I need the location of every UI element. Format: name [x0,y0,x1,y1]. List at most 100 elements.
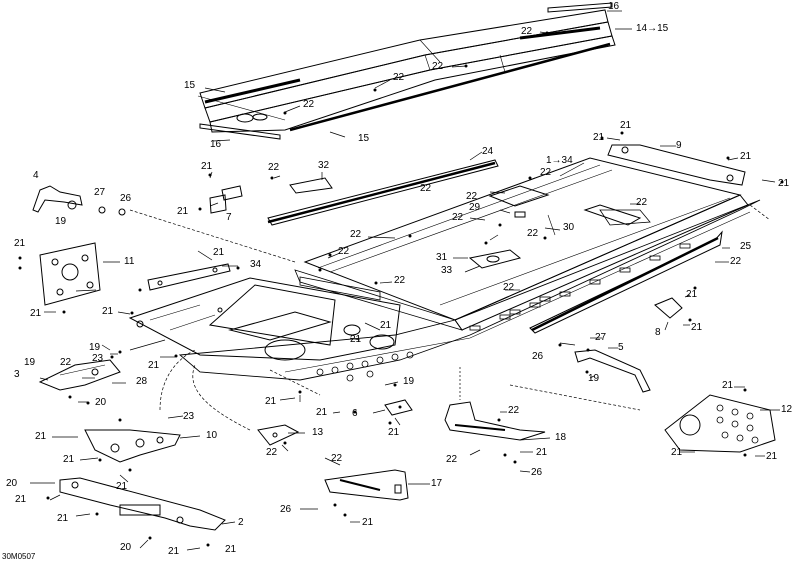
label-20-b: 20 [6,478,18,489]
label-21-e: 21 [778,178,790,189]
label-21-ad: 21 [225,544,237,555]
label-4: 4 [33,170,39,181]
bracket-13 [257,424,300,446]
label-22-o: 22 [394,275,406,286]
bracket-17 [324,469,409,501]
label-26-d: 26 [280,504,292,515]
label-21-l: 21 [691,322,703,333]
rail-24 [267,159,499,226]
label-21-g: 21 [14,238,26,249]
label-21-v: 21 [536,447,548,458]
drawing-code: 30M0507 [2,552,36,561]
small-brackets [209,177,651,269]
label-22-g: 22 [420,183,432,194]
label-31: 31 [436,252,448,263]
label-21-m: 21 [380,320,392,331]
label-23-b: 23 [183,411,195,422]
label-13: 13 [312,427,324,438]
label-18: 18 [555,432,567,443]
label-21-z: 21 [15,494,27,505]
label-22-f: 22 [540,167,552,178]
label-22-d: 22 [303,99,315,110]
label-9: 9 [676,140,682,151]
lever-4 [32,185,126,216]
label-15-b: 15 [358,133,370,144]
label-5: 5 [618,342,624,353]
fastener-markers [18,31,784,547]
label-22-p: 22 [503,282,515,293]
label-21-c: 21 [740,151,752,162]
label-22-q: 22 [60,357,72,368]
label-8: 8 [655,327,661,338]
label-22-a: 22 [521,26,533,37]
label-22-j: 22 [452,212,464,223]
label-27-b: 27 [595,332,607,343]
bracket-10 [84,429,181,463]
label-21-f: 21 [177,206,189,217]
label-22-n: 22 [730,256,742,267]
label-3: 3 [14,369,20,380]
label-12: 12 [781,404,793,415]
label-22-b: 22 [432,61,444,72]
label-20-c: 20 [120,542,132,553]
label-21-r: 21 [316,407,328,418]
upper-cover-assembly [197,2,616,140]
label-10: 10 [206,430,218,441]
label-21-p: 21 [722,380,734,391]
label-21-k: 21 [30,308,42,319]
label-21-w: 21 [766,451,778,462]
rail-25 [529,230,723,334]
plate-11 [39,242,101,306]
label-16-bottom: 16 [210,139,222,150]
label-34: 34 [250,259,262,270]
label-32: 32 [318,160,330,171]
label-21-i: 21 [686,289,698,300]
label-21-x: 21 [63,454,75,465]
label-27-a: 27 [94,187,106,198]
label-25: 25 [740,241,752,252]
label-33: 33 [441,265,453,276]
label-21-a: 21 [620,120,632,131]
label-24: 24 [482,146,494,157]
label-17: 17 [431,478,443,489]
rear-bracket-9 [607,144,746,186]
label-22-t: 22 [331,453,343,464]
label-19-e: 19 [403,376,415,387]
label-21-h: 21 [213,247,225,258]
label-14-15: 14→15 [636,23,669,34]
plate-12 [664,394,776,453]
label-21-o: 21 [148,360,160,371]
label-21-n: 21 [350,334,362,345]
label-19-d: 19 [588,373,600,384]
label-21-u: 21 [671,447,683,458]
label-21-b: 21 [593,132,605,143]
bracket-8 [654,297,683,319]
label-26-c: 26 [531,467,543,478]
label-28: 28 [136,376,148,387]
label-19-b: 19 [89,342,101,353]
label-21-d: 21 [201,161,213,172]
front-bulkhead [128,276,401,361]
label-22-s: 22 [266,447,278,458]
label-6: 6 [352,408,358,419]
bracket-3 [38,359,121,391]
bracket-18 [444,401,546,441]
label-22-c: 22 [393,72,405,83]
label-15-a: 15 [184,80,196,91]
label-20-a: 20 [95,397,107,408]
label-16-top: 16 [608,1,620,12]
label-19-a: 19 [55,216,67,227]
label-21-j: 21 [102,306,114,317]
label-30: 30 [563,222,575,233]
label-22-u: 22 [446,454,458,465]
label-22-r: 22 [508,405,520,416]
label-19-c: 19 [24,357,36,368]
label-1-34: 1→34 [546,155,573,166]
leader-lines [30,10,780,551]
label-26-b: 26 [532,351,544,362]
bracket-6 [384,399,413,416]
label-26-a: 26 [120,193,132,204]
label-22-k: 22 [350,229,362,240]
